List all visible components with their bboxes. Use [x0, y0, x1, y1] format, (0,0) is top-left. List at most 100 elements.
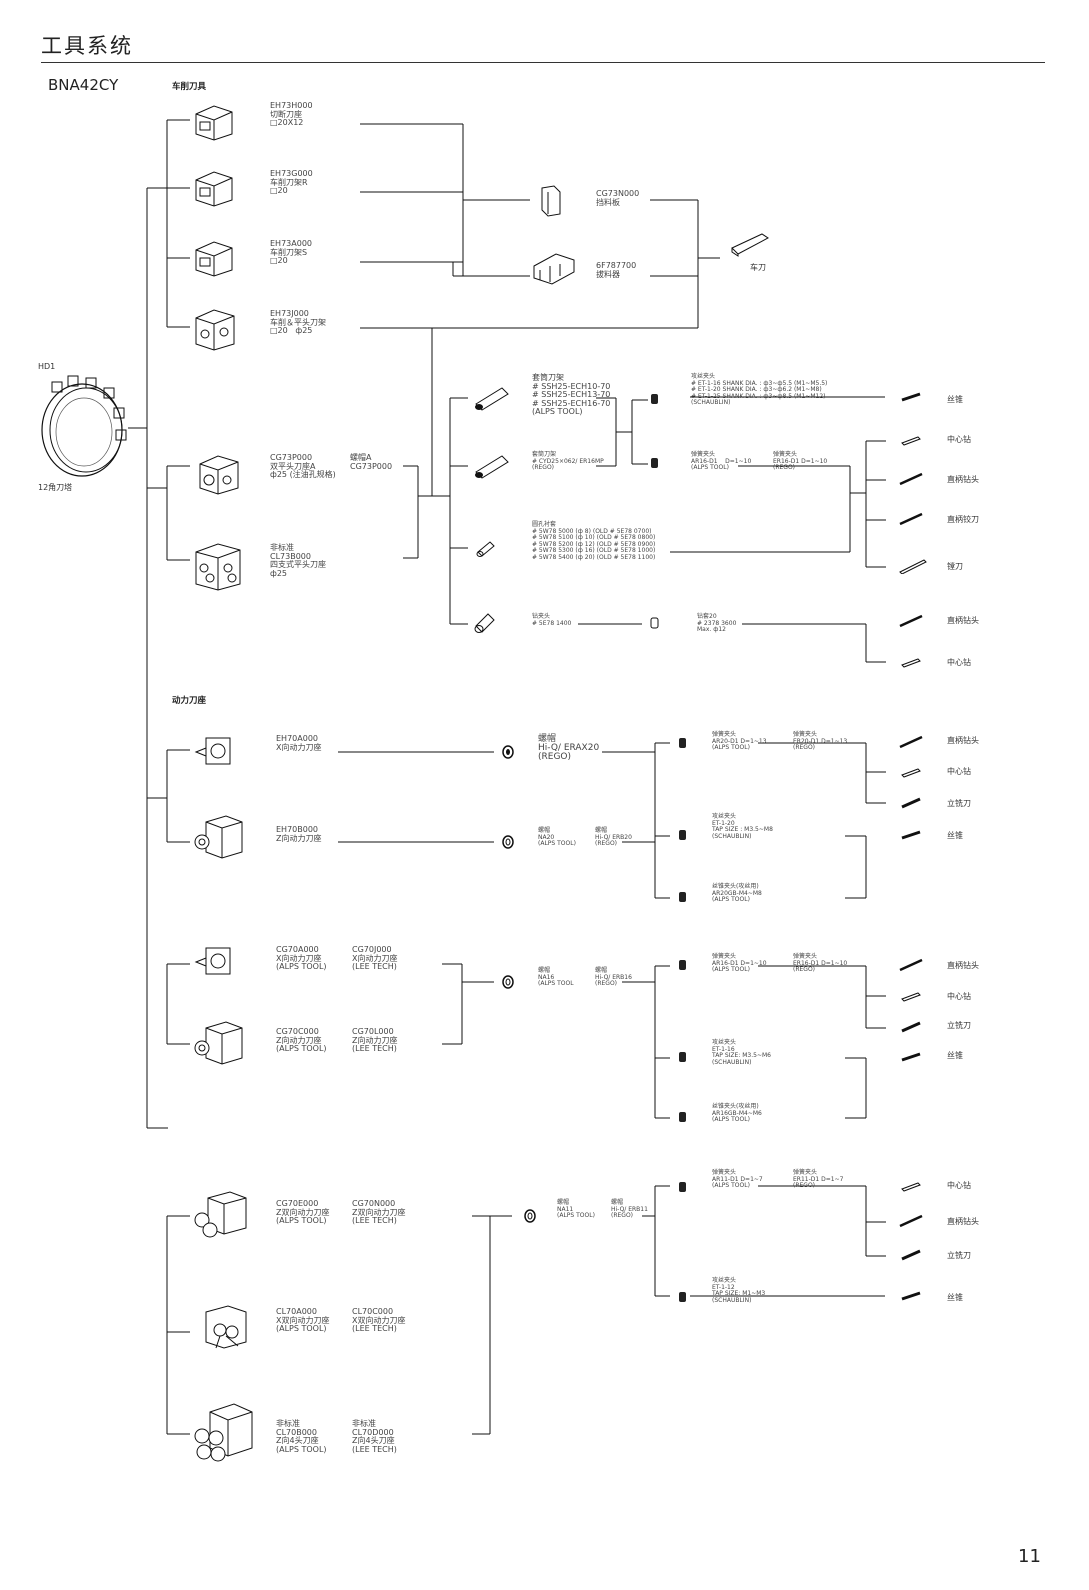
cap-a-label: 螺帽A CG73P000 [350, 453, 393, 471]
turret-icon [41, 375, 127, 477]
z-double-live-holder-icon [194, 1191, 247, 1238]
er-sleeve-icon [475, 455, 509, 479]
nut-icon [502, 745, 514, 759]
collet-rego-label: 弹簧夹头 ER16-D1 D=1~10 (REGO) [773, 451, 828, 471]
turning-face-holder-icon [195, 309, 235, 351]
cl73b-label: 非标准 CL73B000 四支式平头刀座 ф25 [270, 543, 326, 578]
cg70j-label: CG70J000 X向动力刀座 (LEE TECH) [352, 945, 398, 971]
straight-drill-icon [899, 472, 923, 486]
tap-label: 丝锥 [947, 831, 963, 840]
page-number: 11 [1018, 1546, 1041, 1567]
erb11-label: 螺帽 Hi-Q/ ERB11 (REGO) [611, 1199, 648, 1219]
cl70b-label: 非标准 CL70B000 Z向4头刀座 (ALPS TOOL) [276, 1419, 327, 1454]
bushing-icon [476, 541, 495, 557]
erb16-label: 螺帽 Hi-Q/ ERB16 (REGO) [595, 967, 632, 987]
drill-chuck-label: 钻夹头 # 5E78 1400 [532, 613, 572, 627]
center-drill-icon [901, 768, 921, 778]
straight-drill-label: 直柄钻头 [947, 475, 979, 484]
tap-collet-icon [679, 892, 686, 902]
center-drill-icon [901, 992, 921, 1002]
tap-chuck-icon [679, 830, 686, 840]
na11-label: 螺帽 NA11 (ALPS TOOL) [557, 1199, 595, 1219]
erax20-label: 螺帽 Hi-Q/ ERAX20 (REGO) [538, 734, 600, 762]
ar20gb-label: 丝锥夹头(攻丝用) AR20GB-M4~M8 (ALPS TOOL) [712, 883, 762, 903]
et112-label: 攻丝夹头 ET-1-12 TAP SIZE: M1~M3 (SCHAUBLIN) [712, 1277, 766, 1304]
center-drill-label: 中心钻 [947, 435, 971, 444]
end-mill-label: 立铣刀 [947, 1251, 971, 1260]
boring-tool-label: 镗刀 [947, 562, 963, 571]
turning-holder-s-icon [195, 241, 233, 277]
tap-icon [901, 392, 921, 402]
tap-chuck-icon [679, 1052, 686, 1062]
boring-tool-icon [899, 559, 927, 574]
eh70a-label: EH70A000 X向动力刀座 [276, 734, 322, 752]
cg73n-label: CG73N000 挡料板 [596, 189, 640, 207]
end-mill-icon [901, 797, 921, 809]
na16-label: 螺帽 NA16 (ALPS TOOL [538, 967, 574, 987]
x-live-holder-icon [194, 737, 231, 765]
straight-reamer-label: 直柄铰刀 [947, 515, 979, 524]
four-way-holder-icon [195, 543, 241, 591]
tap-icon [901, 830, 921, 840]
cl70c-label: CL70C000 X双向动力刀座 (LEE TECH) [352, 1307, 406, 1333]
straight-drill-label: 直柄钻头 [947, 961, 979, 970]
tap-label: 丝锥 [947, 1293, 963, 1302]
bushing-label: 圆孔衬套 # 5W78 5000 (ф 8) (OLD # 5E78 0700)… [532, 521, 656, 561]
er16-label: 弹簧夹头 ER16-D1 D=1~10 (REGO) [793, 953, 848, 973]
double-face-holder-icon [199, 455, 239, 495]
tap-icon [901, 1291, 921, 1301]
cg70e-label: CG70E000 Z双向动力刀座 (ALPS TOOL) [276, 1199, 330, 1225]
straight-drill-icon [899, 1214, 923, 1228]
cg70l-label: CG70L000 Z向动力刀座 (LEE TECH) [352, 1027, 398, 1053]
eh73j-label: EH73J000 车削＆平头刀架 □20 ф25 [270, 309, 326, 335]
cutoff-holder-icon [195, 105, 233, 141]
end-mill-label: 立铣刀 [947, 799, 971, 808]
puller-label: 6F787700 拔料器 [596, 261, 637, 279]
eh73g-label: EH73G000 车削刀架R □20 [270, 169, 313, 195]
sleeve2-label: 套筒刀架 # CYD25×062/ ER16MP (REGO) [532, 451, 604, 471]
tap-collet-icon [679, 1112, 686, 1122]
collet-icon [679, 960, 686, 970]
ar11-label: 弹簧夹头 AR11-D1 D=1~7 (ALPS TOOL) [712, 1169, 763, 1189]
cl70a-label: CL70A000 X双向动力刀座 (ALPS TOOL) [276, 1307, 330, 1333]
tap-chuck-label: 攻丝夹头 # ET-1-16 SHANK DIA. : ф3~ф5.5 (M1~… [691, 373, 828, 406]
collet-icon [679, 1182, 686, 1192]
turning-holder-r-icon [195, 171, 233, 207]
bar-puller-icon [533, 253, 575, 285]
sleeve1-label: 套筒刀架 # SSH25-ECH10-70 # SSH25-ECH13-70 #… [532, 373, 611, 416]
center-drill-label: 中心钻 [947, 992, 971, 1001]
x-double-live-holder-icon [205, 1305, 247, 1349]
turning-tool-icon [731, 233, 769, 257]
ar16gb-label: 丝锥夹头(攻丝用) AR16GB-M4~M6 (ALPS TOOL) [712, 1103, 762, 1123]
et116-label: 攻丝夹头 ET-1-16 TAP SIZE: M3.5~M6 (SCHAUBLI… [712, 1039, 771, 1066]
center-drill-label: 中心钻 [947, 1181, 971, 1190]
erb20-label: 螺帽 Hi-Q/ ERB20 (REGO) [595, 827, 632, 847]
x-live-holder-icon [194, 947, 231, 975]
z-live-holder-icon [194, 815, 243, 859]
straight-drill-label: 直柄钻头 [947, 616, 979, 625]
nut-icon [524, 1209, 536, 1223]
ar16-label: 弹簧夹头 AR16-D1 D=1~10 (ALPS TOOL) [712, 953, 767, 973]
eh70b-label: EH70B000 Z向动力刀座 [276, 825, 322, 843]
eh73a-label: EH73A000 车削刀架S □20 [270, 239, 312, 265]
er20-label: 弹簧夹头 ER20-D1 D=1~13 (REGO) [793, 731, 848, 751]
cg73p-label: CG73P000 双平头刀座A ф25 (注油孔规格) [270, 453, 336, 479]
drill-sleeve-icon [650, 617, 659, 629]
tap-label: 丝锥 [947, 1051, 963, 1060]
center-drill-icon [901, 658, 921, 668]
collet-icon [651, 458, 658, 468]
nut-icon [502, 975, 514, 989]
model-name: BNA42CY [48, 76, 119, 94]
stock-stop-icon [541, 185, 561, 217]
section-turning-tools: 车削刀具 [172, 82, 207, 92]
turret-code: HD1 [38, 362, 56, 371]
cg70c-label: CG70C000 Z向动力刀座 (ALPS TOOL) [276, 1027, 327, 1053]
end-mill-icon [901, 1021, 921, 1033]
end-mill-label: 立铣刀 [947, 1021, 971, 1030]
section-live-tooling: 动力刀座 [172, 696, 207, 706]
tap-chuck-icon [679, 1292, 686, 1302]
nut-icon [502, 835, 514, 849]
z-live-holder-icon [194, 1021, 243, 1065]
turret-name: 12角刀塔 [38, 483, 73, 492]
